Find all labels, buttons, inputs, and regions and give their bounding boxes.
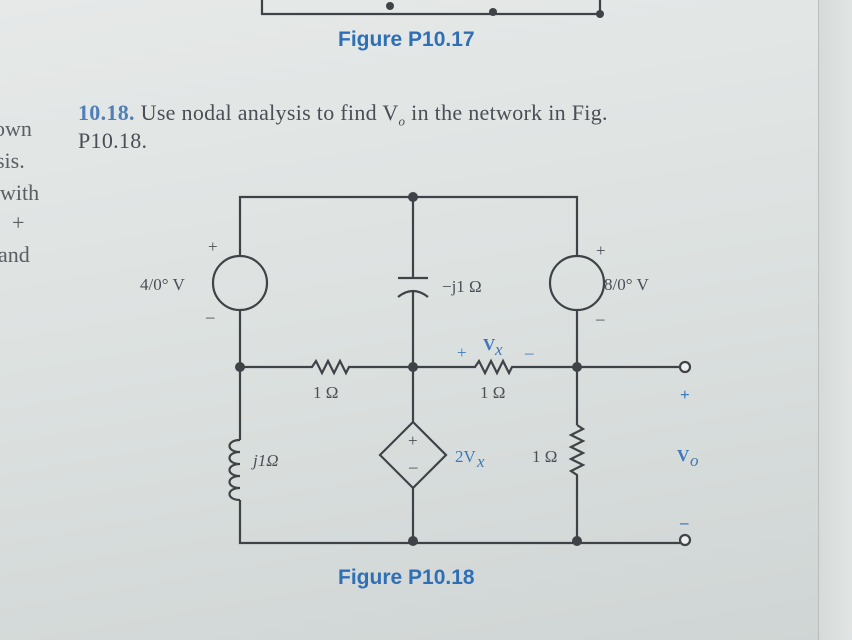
output-sub: o (690, 451, 699, 470)
node-top (408, 192, 418, 202)
left-source-plus: + (208, 237, 218, 256)
left-source-label: 4/0° V (140, 275, 185, 294)
right-resistor (568, 424, 586, 543)
problem-text-end: in the network in Fig. (405, 100, 608, 125)
left-voltage-source (211, 254, 269, 312)
output-terminal-plus (678, 360, 692, 374)
right-resistor-label: 1 Ω (532, 447, 557, 466)
node-left (235, 362, 245, 372)
problem-text: Use nodal analysis to find V (140, 100, 399, 125)
margin-fragment: own (0, 116, 32, 141)
right-source-minus: – (595, 309, 605, 328)
right-voltage-source (548, 254, 606, 312)
right-source-plus: + (596, 241, 606, 260)
vx-label: V (483, 335, 496, 354)
margin-fragment: sis. (0, 148, 25, 173)
node-bottom-right (572, 536, 582, 546)
node-middle (408, 362, 418, 372)
prev-figure-wires (260, 0, 602, 16)
output-plus: + (680, 385, 690, 404)
dep-source-label: 2V (455, 447, 477, 466)
right-source-label: 8/0° V (604, 275, 649, 294)
margin-fragment: with (0, 180, 40, 205)
inductor (228, 438, 241, 502)
capacitor-label: −j1 Ω (442, 277, 482, 296)
dep-source-sub: x (476, 452, 485, 471)
node-right (572, 362, 582, 372)
inductor-label: j1Ω (251, 451, 279, 470)
dep-source-plus: + (408, 431, 418, 450)
problem-subscript: o (398, 113, 406, 129)
capacitor-plate-bottom (397, 289, 429, 298)
vertical-wires (238, 310, 579, 440)
output-terminal-minus (678, 533, 692, 547)
output-label: V (677, 446, 690, 465)
left-source-minus: – (205, 307, 215, 326)
output-minus: – (679, 513, 689, 532)
margin-fragment: + (12, 210, 25, 235)
middle-resistor-label: 1 Ω (480, 383, 505, 402)
problem-statement-line2: P10.18. (78, 128, 148, 153)
vx-plus: + (457, 343, 467, 362)
bottom-wire (238, 500, 680, 545)
left-resistor-label: 1 Ω (313, 383, 338, 402)
margin-fragment: and (0, 242, 30, 267)
dependent-source (378, 420, 448, 490)
problem-statement-line1: 10.18. Use nodal analysis to find Vo in … (78, 100, 608, 129)
middle-wire-resistors (240, 358, 680, 376)
previous-figure-caption: Figure P10.17 (338, 28, 475, 51)
vx-minus: – (524, 343, 534, 362)
node-bottom-middle (408, 536, 418, 546)
dep-source-minus: – (408, 457, 418, 476)
top-wire (238, 195, 579, 256)
page-edge (818, 0, 852, 640)
problem-number: 10.18. (78, 100, 135, 125)
figure-caption: Figure P10.18 (338, 566, 475, 589)
vx-sub: x (494, 340, 503, 359)
